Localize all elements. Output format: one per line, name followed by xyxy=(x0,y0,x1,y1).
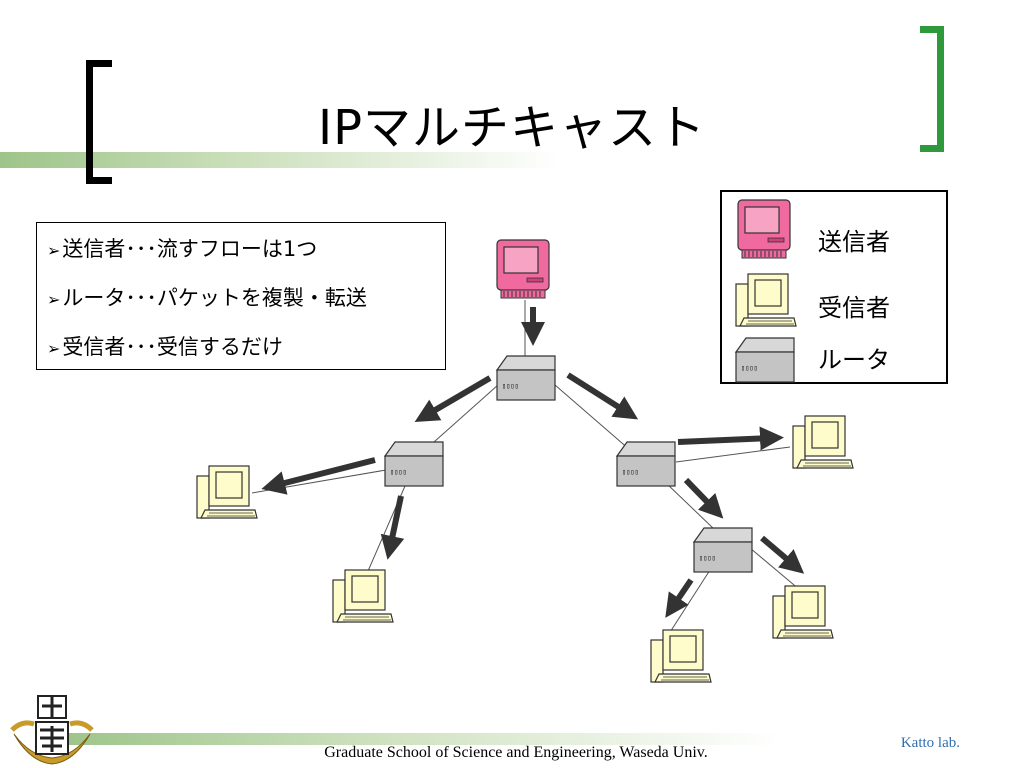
university-emblem-logo xyxy=(10,695,94,765)
sender-computer-icon xyxy=(496,239,550,299)
receiver-computer-icon xyxy=(196,465,258,519)
legend-label-router: ルータ xyxy=(818,346,890,374)
bullet-item-receiver: ➢受信者･･･受信するだけ xyxy=(47,335,283,359)
bullet-arrow-icon: ➢ xyxy=(47,339,61,358)
header-accent-bar xyxy=(0,152,560,168)
receiver-computer-icon xyxy=(650,629,712,683)
legend-sender-icon xyxy=(737,199,791,259)
router-icon-left xyxy=(384,441,444,487)
flow-arrow xyxy=(677,426,784,451)
bullet-box: ➢送信者･･･流すフローは1つ ➢ルータ･･･パケットを複製・転送 ➢受信者･･… xyxy=(36,222,446,370)
bullet-arrow-icon: ➢ xyxy=(47,241,61,260)
flow-arrow xyxy=(760,535,805,574)
legend-router-icon xyxy=(735,337,795,383)
flow-arrow xyxy=(261,457,376,495)
left-bracket xyxy=(86,60,112,184)
flow-arrow xyxy=(380,495,405,560)
router-icon-root xyxy=(496,355,556,401)
receiver-computer-icon xyxy=(332,569,394,623)
router-icon-lower-right xyxy=(693,527,753,573)
right-bracket xyxy=(920,26,944,152)
flow-arrow xyxy=(665,578,694,618)
slide-title: IPマルチキャスト xyxy=(317,100,707,156)
legend-label-sender: 送信者 xyxy=(818,228,890,256)
receiver-computer-icon xyxy=(792,415,854,469)
footer-institution: Graduate School of Science and Engineeri… xyxy=(324,744,708,761)
bullet-item-router: ➢ルータ･･･パケットを複製・転送 xyxy=(47,286,367,310)
flow-arrow xyxy=(683,477,724,519)
lab-name: Katto lab. xyxy=(900,735,960,751)
footer-accent-bar xyxy=(60,733,780,745)
legend-label-receiver: 受信者 xyxy=(818,294,890,322)
router-icon-right xyxy=(616,441,676,487)
flow-arrow xyxy=(566,372,639,420)
legend-box: 送信者 受信者 ルータ xyxy=(720,190,948,384)
packet-flow-arrows xyxy=(261,307,805,618)
bullet-item-sender: ➢送信者･･･流すフローは1つ xyxy=(47,237,318,261)
bullet-arrow-icon: ➢ xyxy=(47,290,61,309)
receiver-computer-icon xyxy=(772,585,834,639)
flow-arrow xyxy=(414,375,492,423)
legend-receiver-icon xyxy=(735,273,797,327)
